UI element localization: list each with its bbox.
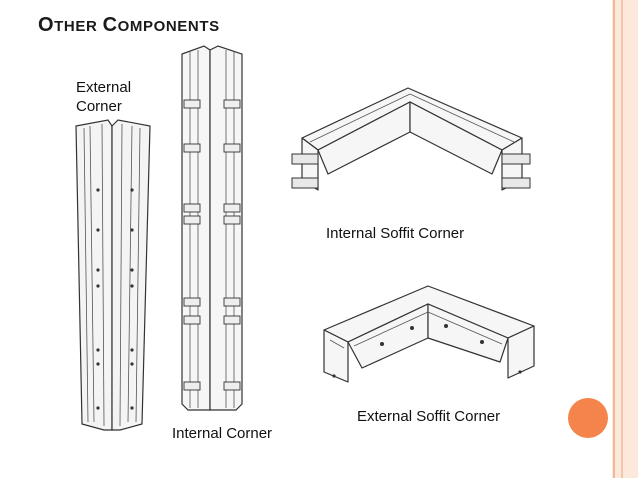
right-border-line-2 [621, 0, 623, 478]
internal-corner-illustration [181, 45, 243, 411]
right-border-line-1 [613, 0, 615, 478]
accent-circle [568, 398, 608, 438]
internal-soffit-corner-illustration [291, 87, 531, 191]
external-corner-label: External Corner [76, 79, 132, 115]
slide-title: OTHER COMPONENTS [38, 14, 220, 36]
external-soffit-corner-illustration [323, 285, 535, 383]
right-border-light-stripe [612, 0, 638, 478]
internal-corner-label: Internal Corner [172, 425, 273, 442]
internal-soffit-corner-label: Internal Soffit Corner [326, 225, 465, 242]
external-corner-illustration [75, 119, 151, 431]
external-soffit-corner-label: External Soffit Corner [357, 408, 501, 425]
